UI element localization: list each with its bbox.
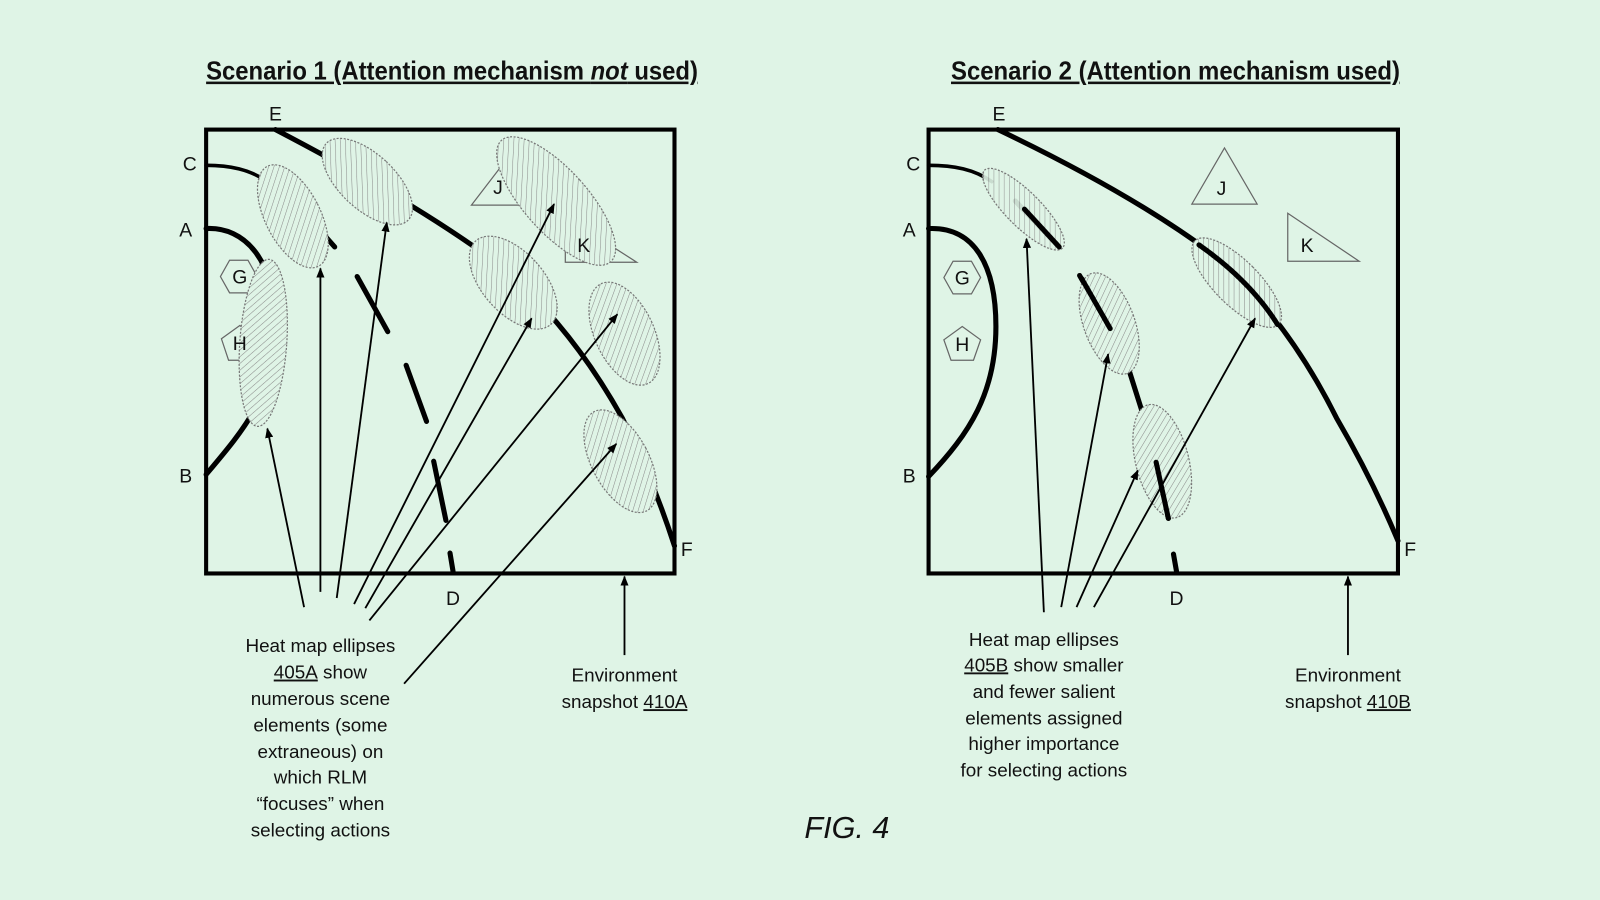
point-label-d: D bbox=[446, 588, 460, 610]
caption-line: which RLM bbox=[273, 767, 367, 788]
heat-map-ellipse bbox=[468, 235, 558, 330]
caption-line: extraneous) on bbox=[258, 741, 384, 762]
heat-map-ellipse bbox=[496, 136, 617, 266]
point-label-f: F bbox=[681, 539, 693, 561]
caption-line: Environment bbox=[1295, 665, 1402, 686]
dashed-path-d-segment bbox=[403, 362, 430, 424]
heat-map-ellipse bbox=[588, 281, 661, 386]
figure-label: FIG. 4 bbox=[804, 811, 889, 845]
pointer-arrow bbox=[353, 203, 555, 605]
heat-map-caption-405b: Heat map ellipses 405B show smaller and … bbox=[961, 629, 1128, 781]
caption-line: elements (some bbox=[253, 715, 387, 736]
pointer-arrow bbox=[1075, 469, 1139, 608]
environment-snapshot-410a bbox=[204, 127, 677, 576]
dashed-path-d-segment bbox=[1021, 206, 1062, 250]
scenario-2-title: Scenario 2 (Attention mechanism used) bbox=[951, 58, 1400, 86]
point-label-e: E bbox=[269, 103, 282, 125]
point-label-c: C bbox=[183, 153, 197, 175]
caption-line: snapshot 410B bbox=[1285, 691, 1411, 712]
heat-map-ellipse bbox=[238, 258, 289, 427]
scenario-1-title: Scenario 1 (Attention mechanism not used… bbox=[206, 58, 698, 86]
heat-map-ellipse bbox=[321, 137, 414, 226]
point-label-a: A bbox=[179, 220, 192, 242]
point-label-g: G bbox=[955, 268, 970, 290]
point-label-b: B bbox=[179, 466, 192, 488]
hexagon-g bbox=[943, 260, 982, 295]
pointer-arrow bbox=[1060, 353, 1111, 608]
point-label-b: B bbox=[903, 466, 916, 488]
caption-line: 405A show bbox=[274, 662, 368, 683]
point-label-c: C bbox=[906, 153, 920, 175]
pointer-arrow bbox=[1022, 237, 1045, 613]
dashed-path-d-segment bbox=[447, 550, 456, 574]
caption-line: Heat map ellipses bbox=[969, 629, 1119, 650]
pentagon-h bbox=[943, 325, 982, 361]
point-label-j: J bbox=[1217, 178, 1227, 200]
curve-e-f-highlight bbox=[1196, 242, 1281, 328]
caption-line: numerous scene bbox=[251, 688, 390, 709]
point-label-k: K bbox=[1301, 235, 1314, 257]
point-label-h: H bbox=[955, 334, 969, 356]
pointer-arrow bbox=[1093, 317, 1256, 608]
caption-line: snapshot 410A bbox=[562, 691, 688, 712]
point-label-k: K bbox=[577, 235, 590, 257]
caption-line: and fewer salient bbox=[973, 681, 1116, 702]
curve-c bbox=[926, 163, 994, 184]
curve-a-b bbox=[926, 226, 999, 480]
heat-map-ellipse bbox=[1132, 403, 1193, 519]
environment-caption-410b: Environment snapshot 410B bbox=[1285, 665, 1411, 713]
point-label-f: F bbox=[1404, 539, 1416, 561]
dashed-path-d-segment bbox=[431, 458, 449, 523]
pointer-arrow bbox=[364, 317, 533, 609]
scenario-1-panel: Scenario 1 (Attention mechanism not used… bbox=[179, 58, 698, 841]
triangle-k bbox=[1287, 212, 1362, 262]
caption-line: higher importance bbox=[968, 733, 1119, 754]
dashed-path-d-segment bbox=[1170, 551, 1180, 574]
caption-line: Heat map ellipses bbox=[245, 635, 395, 656]
dashed-path-d-segment bbox=[354, 273, 391, 335]
caption-line: Environment bbox=[572, 665, 679, 686]
pointer-arrow bbox=[265, 427, 305, 608]
pointer-arrow bbox=[403, 443, 618, 685]
point-label-a: A bbox=[903, 220, 916, 242]
heat-map-ellipse bbox=[1191, 237, 1283, 329]
caption-line: for selecting actions bbox=[961, 760, 1128, 781]
caption-line: “focuses” when bbox=[256, 793, 384, 814]
point-label-h: H bbox=[233, 333, 247, 355]
caption-line: selecting actions bbox=[251, 820, 390, 841]
point-label-d: D bbox=[1170, 588, 1184, 610]
heat-map-caption-405a: Heat map ellipses 405A show numerous sce… bbox=[245, 635, 395, 841]
point-label-g: G bbox=[232, 267, 247, 289]
caption-line: 405B show smaller bbox=[964, 654, 1123, 675]
environment-snapshot-410b bbox=[926, 127, 1400, 576]
caption-line: elements assigned bbox=[965, 707, 1122, 728]
point-label-e: E bbox=[993, 103, 1006, 125]
dashed-path-d-segment bbox=[1153, 459, 1171, 521]
triangle-j bbox=[1190, 146, 1259, 205]
scenario-2-panel: Scenario 2 (Attention mechanism used) E … bbox=[903, 58, 1417, 781]
dashed-path-d-segment bbox=[1079, 276, 1113, 332]
environment-caption-410a: Environment snapshot 410A bbox=[562, 665, 688, 713]
heat-map-ellipse bbox=[583, 409, 658, 514]
heat-map-ellipse bbox=[256, 164, 329, 269]
pointer-arrow bbox=[335, 221, 390, 599]
point-label-j: J bbox=[493, 177, 503, 199]
pointer-arrow bbox=[368, 313, 619, 621]
curve-e-f bbox=[995, 127, 1401, 544]
